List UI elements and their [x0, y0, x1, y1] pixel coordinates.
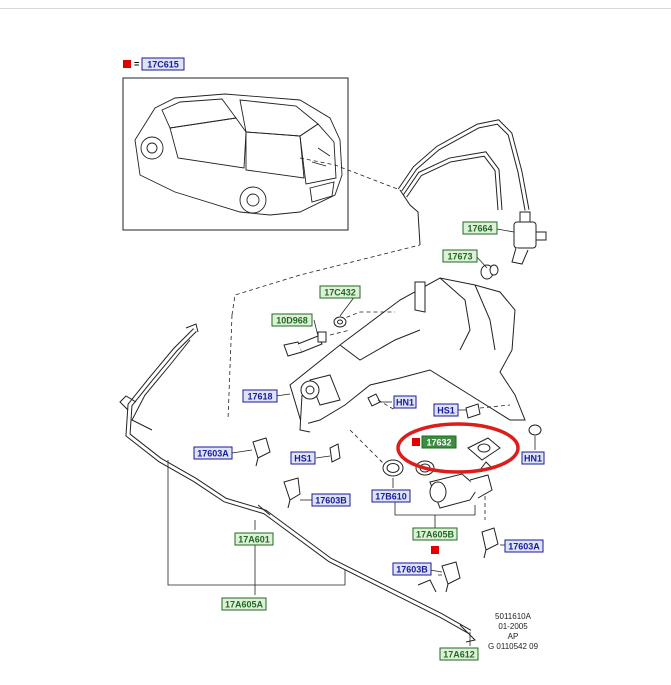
marker-17632 [412, 438, 420, 446]
part-label-17603a[interactable]: 17603A [193, 446, 233, 460]
inset-leader-line [299, 157, 401, 191]
svg-text:17603A: 17603A [508, 542, 540, 552]
car-illustration [134, 93, 343, 216]
legend-marker [123, 60, 131, 68]
svg-text:17664: 17664 [467, 224, 492, 234]
nut-hn1-right [528, 424, 542, 436]
bolt-hs1-left [329, 443, 341, 463]
washer-reservoir [289, 277, 526, 433]
front-hose [119, 323, 476, 643]
svg-text:17C615: 17C615 [147, 60, 179, 70]
part-label-17603b[interactable]: 17603B [311, 493, 351, 507]
part-label-17a605a[interactable]: 17A605A [221, 597, 267, 611]
upper-hose [397, 119, 530, 246]
svg-text:17C432: 17C432 [324, 288, 356, 298]
part-label-17a601[interactable]: 17A601 [234, 532, 274, 546]
part-label-17c432[interactable]: 17C432 [319, 285, 361, 299]
svg-text:HN1: HN1 [396, 398, 414, 408]
part-label-hs1[interactable]: HS1 [433, 403, 459, 417]
svg-text:17603B: 17603B [396, 565, 428, 575]
svg-text:17618: 17618 [247, 392, 272, 402]
svg-text:HN1: HN1 [524, 454, 542, 464]
legend-part-label[interactable]: 17C615 [141, 57, 185, 71]
grommet-17C432 [333, 316, 347, 328]
bracket-17A605B [392, 478, 476, 528]
highlight-ellipse [396, 422, 520, 474]
part-label-17603a[interactable]: 17603A [504, 539, 544, 553]
pump-grommet [480, 264, 499, 280]
washer-nozzle-right [441, 561, 461, 593]
part-label-17603b[interactable]: 17603B [392, 562, 432, 576]
washer-nozzle-left [283, 477, 301, 509]
vehicle-inset [122, 77, 349, 231]
svg-text:17673: 17673 [447, 252, 472, 262]
washer-jet-left [252, 437, 271, 467]
part-label-17632[interactable]: 17632 [421, 435, 457, 449]
part-label-17618[interactable]: 17618 [242, 389, 278, 403]
part-label-17b610[interactable]: 17B610 [371, 489, 411, 503]
svg-text:HS1: HS1 [437, 406, 455, 416]
svg-text:17632: 17632 [426, 438, 451, 448]
top-divider [0, 8, 671, 9]
front-pump [429, 461, 493, 509]
footer-ref: G 0110542 09 [487, 642, 539, 651]
part-label-17673[interactable]: 17673 [442, 249, 478, 263]
footer-region: AP [507, 632, 519, 641]
level-sensor [467, 437, 501, 461]
svg-text:10D968: 10D968 [276, 316, 308, 326]
svg-text:17603A: 17603A [197, 449, 229, 459]
leader-17C432 [339, 311, 395, 321]
footer-code: 5011610A [495, 612, 531, 621]
legend-equals: = [134, 59, 139, 69]
part-label-17a612[interactable]: 17A612 [439, 647, 479, 661]
part-label-hs1[interactable]: HS1 [290, 451, 316, 465]
part-label-17a605b[interactable]: 17A605B [412, 527, 458, 541]
svg-text:17B610: 17B610 [375, 492, 407, 502]
svg-text:HS1: HS1 [294, 454, 312, 464]
svg-text:17A605B: 17A605B [416, 530, 455, 540]
part-label-17664[interactable]: 17664 [462, 221, 498, 235]
bolt-hs1-right [465, 403, 481, 419]
svg-text:17A605A: 17A605A [225, 600, 264, 610]
svg-text:17A612: 17A612 [443, 650, 475, 660]
part-label-hn1[interactable]: HN1 [521, 451, 545, 465]
svg-text:17A601: 17A601 [238, 535, 270, 545]
level-sensor-connector [283, 331, 327, 357]
footer-date: 01-2005 [498, 622, 528, 631]
diagram-footer: 5011610A 01-2005 AP G 0110542 09 [468, 612, 558, 652]
bracket-17A605A [167, 460, 346, 595]
part-label-hn1[interactable]: HN1 [393, 395, 417, 409]
svg-text:17603B: 17603B [315, 496, 347, 506]
marker-17A605B [431, 546, 439, 554]
washer-pump [511, 211, 547, 265]
part-label-10d968[interactable]: 10D968 [271, 313, 313, 327]
washer-jet-right [481, 527, 499, 559]
leader-10D968 [329, 329, 351, 336]
